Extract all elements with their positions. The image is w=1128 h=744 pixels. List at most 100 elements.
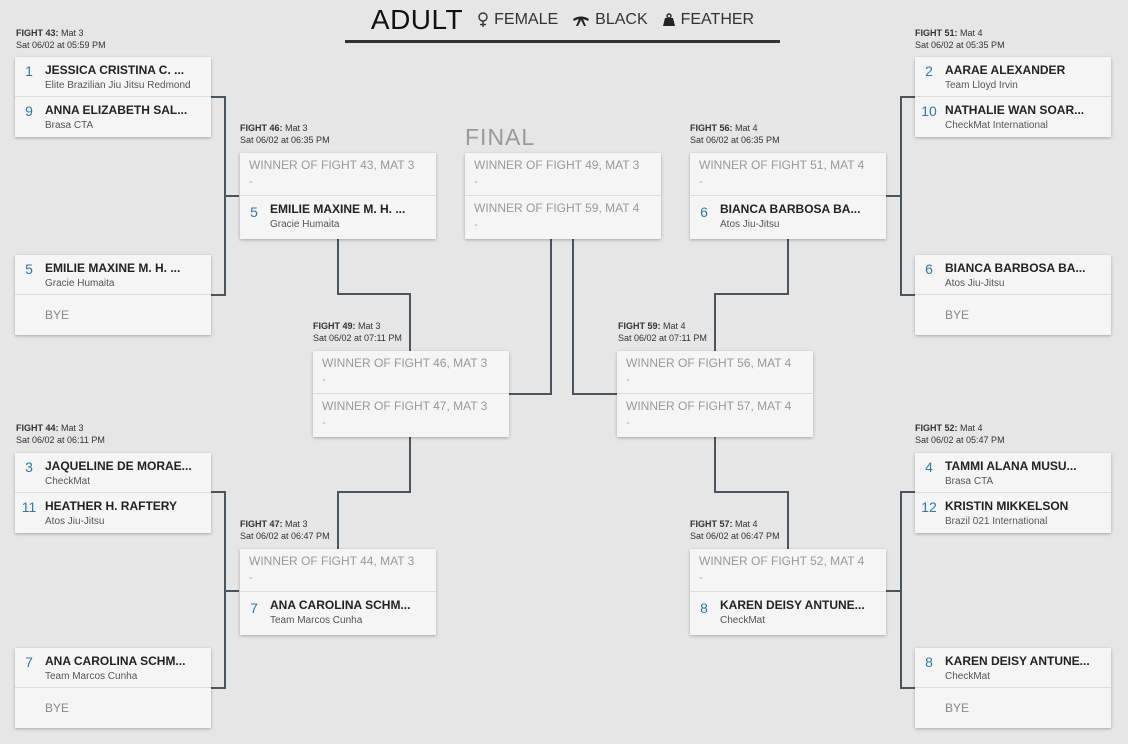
seed-number: 5	[250, 204, 258, 220]
bracket-connector-line	[550, 239, 552, 395]
team-name: Atos Jiu-Jitsu	[945, 278, 1005, 289]
belt-icon	[573, 16, 590, 26]
bracket-connector-line	[787, 237, 789, 295]
fight-51-card: 2 AARAE ALEXANDER Team Lloyd Irvin 10 NA…	[915, 57, 1111, 137]
female-icon	[478, 12, 488, 27]
competitor-slot[interactable]: 12 KRISTIN MIKKELSON Brazil 021 Internat…	[915, 493, 1111, 533]
division-title: ADULT	[370, 4, 464, 35]
team-name: Team Marcos Cunha	[45, 671, 138, 682]
competitor-name[interactable]: BIANCA BARBOSA BA...	[720, 202, 861, 216]
bye-card-right-top: 6 BIANCA BARBOSA BA... Atos Jiu-Jitsu BY…	[915, 255, 1111, 335]
seed-number: 11	[21, 499, 37, 515]
competitor-slot[interactable]: 4 TAMMI ALANA MUSU... Brasa CTA	[915, 453, 1111, 493]
team-name: Brasa CTA	[945, 476, 994, 487]
competitor-slot[interactable]: 6 BIANCA BARBOSA BA... Atos Jiu-Jitsu	[690, 196, 886, 239]
winner-placeholder: WINNER OF FIGHT 52, MAT 4 -	[690, 549, 886, 592]
seed-number: 3	[25, 459, 33, 475]
seed-number: 6	[925, 261, 933, 277]
competitor-slot[interactable]: 10 NATHALIE WAN SOAR... CheckMat Interna…	[915, 97, 1111, 137]
winner-placeholder: WINNER OF FIGHT 57, MAT 4 -	[626, 399, 792, 429]
competitor-slot[interactable]: 3 JAQUELINE DE MORAE... CheckMat	[15, 453, 211, 493]
seed-number: 2	[925, 63, 933, 79]
bye-card-left-bottom: 7 ANA CAROLINA SCHM... Team Marcos Cunha…	[15, 648, 211, 728]
seed-number: 8	[700, 600, 708, 616]
competitor-name[interactable]: NATHALIE WAN SOAR...	[945, 103, 1085, 117]
seed-number: 10	[921, 103, 937, 119]
team-name: Team Lloyd Irvin	[945, 80, 1018, 91]
competitor-slot[interactable]: 1 JESSICA CRISTINA C. ... Elite Brazilia…	[15, 57, 211, 97]
competitor-slot[interactable]: 5 EMILIE MAXINE M. H. ... Gracie Humaita	[240, 196, 436, 239]
bracket-connector-line	[210, 294, 225, 296]
weight-label: FEATHER	[680, 11, 755, 28]
seed-number: 7	[250, 600, 258, 616]
winner-placeholder: WINNER OF FIGHT 51, MAT 4 -	[690, 153, 886, 196]
team-name: Team Marcos Cunha	[270, 615, 363, 626]
competitor-slot[interactable]: 2 AARAE ALEXANDER Team Lloyd Irvin	[915, 57, 1111, 97]
competitor-slot[interactable]: 7 ANA CAROLINA SCHM... Team Marcos Cunha	[15, 648, 211, 688]
bracket-connector-line	[507, 393, 551, 395]
competitor-name[interactable]: JAQUELINE DE MORAE...	[45, 459, 192, 473]
competitor-name[interactable]: EMILIE MAXINE M. H. ...	[45, 261, 181, 275]
bracket-connector-line	[572, 393, 617, 395]
competitor-slot[interactable]: 8 KAREN DEISY ANTUNE... CheckMat	[915, 648, 1111, 688]
team-name: Gracie Humaita	[270, 219, 340, 230]
bracket-connector-line	[714, 293, 789, 295]
seed-number: 7	[25, 654, 33, 670]
team-name: CheckMat	[45, 476, 91, 487]
winner-placeholder: WINNER OF FIGHT 49, MAT 3 -	[465, 153, 661, 196]
gender-tag: FEMALE	[477, 11, 558, 29]
bye-slot: BYE	[945, 308, 970, 322]
competitor-name[interactable]: ANNA ELIZABETH SAL...	[45, 103, 188, 117]
fight-56-card: WINNER OF FIGHT 51, MAT 4 - 6 BIANCA BAR…	[690, 153, 886, 239]
competitor-name[interactable]: EMILIE MAXINE M. H. ...	[270, 202, 406, 216]
fight-57-card: WINNER OF FIGHT 52, MAT 4 - 8 KAREN DEIS…	[690, 549, 886, 635]
competitor-slot[interactable]: 5 EMILIE MAXINE M. H. ... Gracie Humaita	[15, 255, 211, 295]
bracket-connector-line	[210, 687, 225, 689]
bracket-connector-line	[337, 293, 411, 295]
competitor-name[interactable]: ANA CAROLINA SCHM...	[45, 654, 186, 668]
bracket-connector-line	[900, 96, 915, 98]
bracket-connector-line	[900, 294, 915, 296]
bracket-connector-line	[337, 491, 339, 549]
gender-label: FEMALE	[494, 11, 559, 28]
competitor-slot[interactable]: 7 ANA CAROLINA SCHM... Team Marcos Cunha	[240, 592, 436, 635]
bracket-connector-line	[714, 436, 716, 493]
winner-placeholder: WINNER OF FIGHT 47, MAT 3 -	[322, 399, 488, 429]
seed-number: 9	[25, 103, 33, 119]
competitor-slot[interactable]: 11 HEATHER H. RAFTERY Atos Jiu-Jitsu	[15, 493, 211, 533]
bracket-connector-line	[787, 491, 789, 549]
team-name: CheckMat International	[945, 120, 1048, 131]
competitor-name[interactable]: TAMMI ALANA MUSU...	[945, 459, 1077, 473]
competitor-slot[interactable]: 8 KAREN DEISY ANTUNE... CheckMat	[690, 592, 886, 635]
bracket-connector-line	[337, 237, 339, 295]
competitor-slot[interactable]: 9 ANNA ELIZABETH SAL... Brasa CTA	[15, 97, 211, 137]
competitor-name[interactable]: JESSICA CRISTINA C. ...	[45, 63, 185, 77]
bracket-connector-line	[900, 491, 902, 689]
bracket-connector-line	[224, 590, 239, 592]
winner-placeholder: WINNER OF FIGHT 56, MAT 4 -	[617, 351, 813, 394]
competitor-slot[interactable]: 6 BIANCA BARBOSA BA... Atos Jiu-Jitsu	[915, 255, 1111, 295]
winner-placeholder: WINNER OF FIGHT 43, MAT 3 -	[240, 153, 436, 196]
fight-47-card: WINNER OF FIGHT 44, MAT 3 - 7 ANA CAROLI…	[240, 549, 436, 635]
bracket-connector-line	[210, 491, 225, 493]
competitor-name[interactable]: BIANCA BARBOSA BA...	[945, 261, 1086, 275]
competitor-name[interactable]: KAREN DEISY ANTUNE...	[945, 654, 1090, 668]
seed-number: 4	[925, 459, 933, 475]
competitor-name[interactable]: KAREN DEISY ANTUNE...	[720, 598, 865, 612]
bye-slot: BYE	[945, 701, 970, 715]
competitor-name[interactable]: AARAE ALEXANDER	[945, 63, 1066, 77]
fight-59-card: WINNER OF FIGHT 56, MAT 4 - WINNER OF FI…	[617, 351, 813, 437]
competitor-name[interactable]: HEATHER H. RAFTERY	[45, 499, 177, 513]
seed-number: 12	[921, 499, 937, 515]
bracket-connector-line	[714, 293, 716, 351]
competitor-name[interactable]: KRISTIN MIKKELSON	[945, 499, 1069, 513]
belt-tag: BLACK	[572, 11, 648, 29]
competitor-name[interactable]: ANA CAROLINA SCHM...	[270, 598, 411, 612]
seed-number: 5	[25, 261, 33, 277]
